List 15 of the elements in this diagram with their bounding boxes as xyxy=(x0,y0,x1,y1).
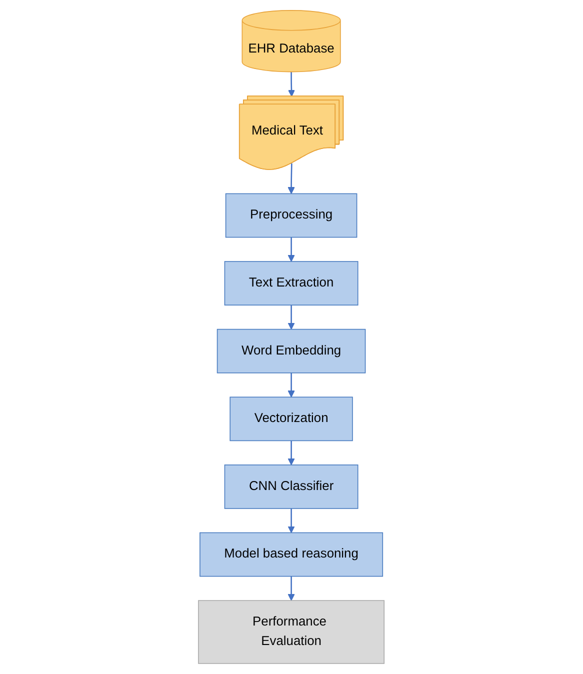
arrow xyxy=(288,72,296,97)
arrow xyxy=(288,163,296,194)
node-box: CNN Classifier xyxy=(224,464,358,509)
arrow xyxy=(288,508,296,534)
node-box: Model based reasoning xyxy=(200,532,384,577)
node-box: Vectorization xyxy=(230,396,354,442)
arrow xyxy=(288,237,296,262)
arrow xyxy=(288,305,296,330)
node-box: Performance Evaluation xyxy=(198,600,385,664)
arrow xyxy=(288,576,296,601)
arrow xyxy=(288,440,296,466)
node-box: Preprocessing xyxy=(226,193,358,238)
node-box: Word Embedding xyxy=(217,328,366,374)
node-box: Text Extraction xyxy=(224,261,358,306)
arrow xyxy=(288,372,296,398)
